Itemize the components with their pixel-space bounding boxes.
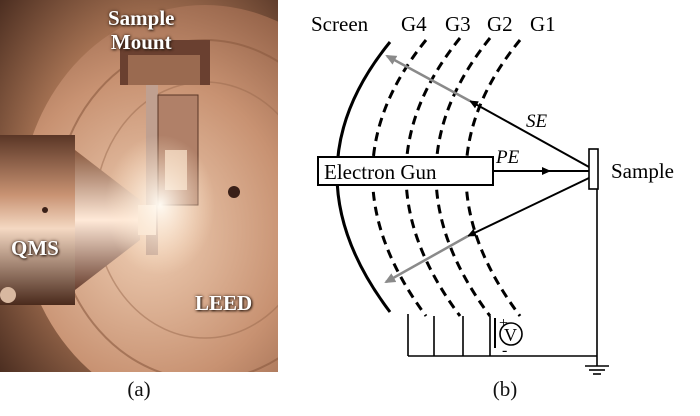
battery-plus: + [499,315,508,332]
g3-label: G3 [445,12,471,36]
voltmeter-symbol: V [504,325,517,345]
electron-gun-box [317,156,494,186]
backscatter-arrow-lower [384,234,469,284]
sample-label: Sample [611,159,674,183]
grid-g2-arc [434,37,492,317]
leed-schematic: Screen G4 G3 G2 G1 V + - Sample Electron… [311,12,674,375]
voltmeter-icon [499,322,523,346]
g2-label: G2 [487,12,513,36]
caption-a: (a) [127,377,151,401]
qms-bolt-2 [0,287,16,303]
caption-b: (b) [492,377,518,401]
qms-body [0,135,75,305]
sample-plate [588,148,599,190]
grid-g4-arc [371,39,428,317]
leed-label: LEED [195,291,253,315]
qms-bolt [42,207,48,213]
leed-center-hole [228,186,240,198]
sample-mount-label-line2: Mount [110,30,172,54]
pe-label: PE [495,147,520,168]
electron-gun-label: Electron Gun [324,160,437,184]
qms-label: QMS [11,236,59,260]
grid-g1-arc [464,39,522,317]
g1-label: G1 [530,12,556,36]
photo-panel: Sample Mount QMS LEED [0,0,278,372]
apparatus-photo [0,0,278,372]
backscatter-line-lower [467,177,590,237]
sample-mount-label: Sample Mount [108,6,175,54]
battery-minus: - [502,342,507,359]
sample-mount-plate [128,55,200,85]
schematic-panel: Screen G4 G3 G2 G1 V + - Sample Electron… [282,0,700,411]
bright-glow [105,135,215,275]
se-arrow-upper [385,54,471,103]
sample-mount-label-line1: Sample [108,6,175,30]
grid-g3-arc [404,37,462,317]
screen-label: Screen [311,12,369,36]
g4-label: G4 [401,12,427,36]
se-label: SE [526,111,548,132]
se-line-upper [469,100,590,168]
